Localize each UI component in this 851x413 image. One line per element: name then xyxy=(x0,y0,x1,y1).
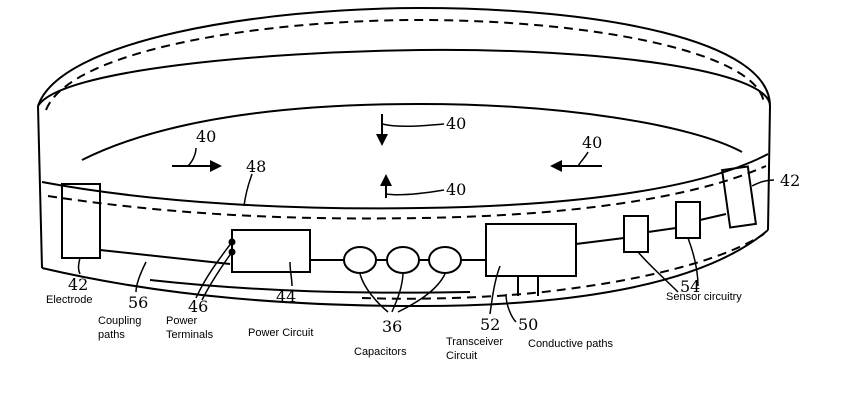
numeral-40-right: 40 xyxy=(582,133,602,152)
ring-bottom-inner-edge xyxy=(149,279,471,294)
numeral-52: 52 xyxy=(480,315,500,334)
power-circuit-box xyxy=(231,229,311,273)
leader-42-left xyxy=(77,257,81,275)
numeral-50: 50 xyxy=(518,315,538,334)
leader-42-right xyxy=(751,179,775,187)
leader-36c xyxy=(397,273,446,313)
leader-46a xyxy=(195,241,233,299)
sensor-wire-2 xyxy=(699,213,727,221)
numeral-40-top: 40 xyxy=(446,114,466,133)
ring-inner-front-edge xyxy=(41,153,769,210)
ring-bottom-dashed-edge xyxy=(361,233,765,300)
label-transceiver-line2: Circuit xyxy=(446,350,477,362)
flow-arrow-top xyxy=(376,114,445,146)
numeral-40-left: 40 xyxy=(196,127,216,146)
leader-46b xyxy=(201,251,233,301)
leader-52 xyxy=(489,265,501,315)
ring-top-dashed-edge xyxy=(45,18,765,111)
leader-56 xyxy=(135,261,147,293)
ring-outer-top-edge xyxy=(37,6,771,107)
capacitor-3 xyxy=(428,246,462,274)
numeral-44: 44 xyxy=(276,287,296,306)
label-sensor-circuitry: Sensor circuitry xyxy=(666,291,742,303)
leader-54a xyxy=(637,251,679,293)
ring-front-dashed-edge xyxy=(47,165,767,220)
sensor-box-2 xyxy=(675,201,701,239)
leader-36b xyxy=(391,273,404,313)
numeral-42-left: 42 xyxy=(68,275,88,294)
numeral-48: 48 xyxy=(246,157,266,176)
transceiver-box xyxy=(485,223,577,277)
ring-right-wall xyxy=(767,105,771,231)
flow-arrow-center xyxy=(380,174,445,198)
ring-bottom-edge xyxy=(41,229,769,308)
electrode-right xyxy=(720,165,758,229)
sensor-box-1 xyxy=(623,215,649,253)
label-power-circuit: Power Circuit xyxy=(248,327,313,339)
numeral-36: 36 xyxy=(382,317,402,336)
leader-48 xyxy=(243,173,253,207)
label-coupling-line1: Coupling xyxy=(98,315,141,327)
capacitor-2 xyxy=(386,246,420,274)
label-conductive-paths: Conductive paths xyxy=(528,338,613,350)
leader-50 xyxy=(505,293,517,323)
label-power-terminals-line1: Power xyxy=(166,315,198,327)
numeral-40-center: 40 xyxy=(446,180,466,199)
sensor-wire-1 xyxy=(647,227,677,233)
label-electrode: Electrode xyxy=(46,294,92,306)
numeral-54: 54 xyxy=(680,277,700,296)
leader-36a xyxy=(359,273,389,313)
coupling-path-wire xyxy=(99,249,231,265)
numeral-46: 46 xyxy=(188,297,208,316)
label-power-terminals-line2: Terminals xyxy=(166,329,214,341)
flow-arrow-right xyxy=(550,151,602,172)
numeral-42-right: 42 xyxy=(780,171,800,190)
label-capacitors: Capacitors xyxy=(354,346,407,358)
flow-arrow-left xyxy=(172,147,222,172)
label-transceiver-line1: Transceiver xyxy=(446,336,503,348)
leader-44 xyxy=(289,261,293,287)
leader-54b xyxy=(687,237,699,287)
numeral-56: 56 xyxy=(128,293,148,312)
electrode-left xyxy=(61,183,101,259)
label-coupling-line2: paths xyxy=(98,329,125,341)
ring-inner-rim xyxy=(81,102,743,161)
ring-left-wall xyxy=(37,105,43,269)
transceiver-to-sensor-wire xyxy=(575,237,625,245)
capacitor-1 xyxy=(343,246,377,274)
